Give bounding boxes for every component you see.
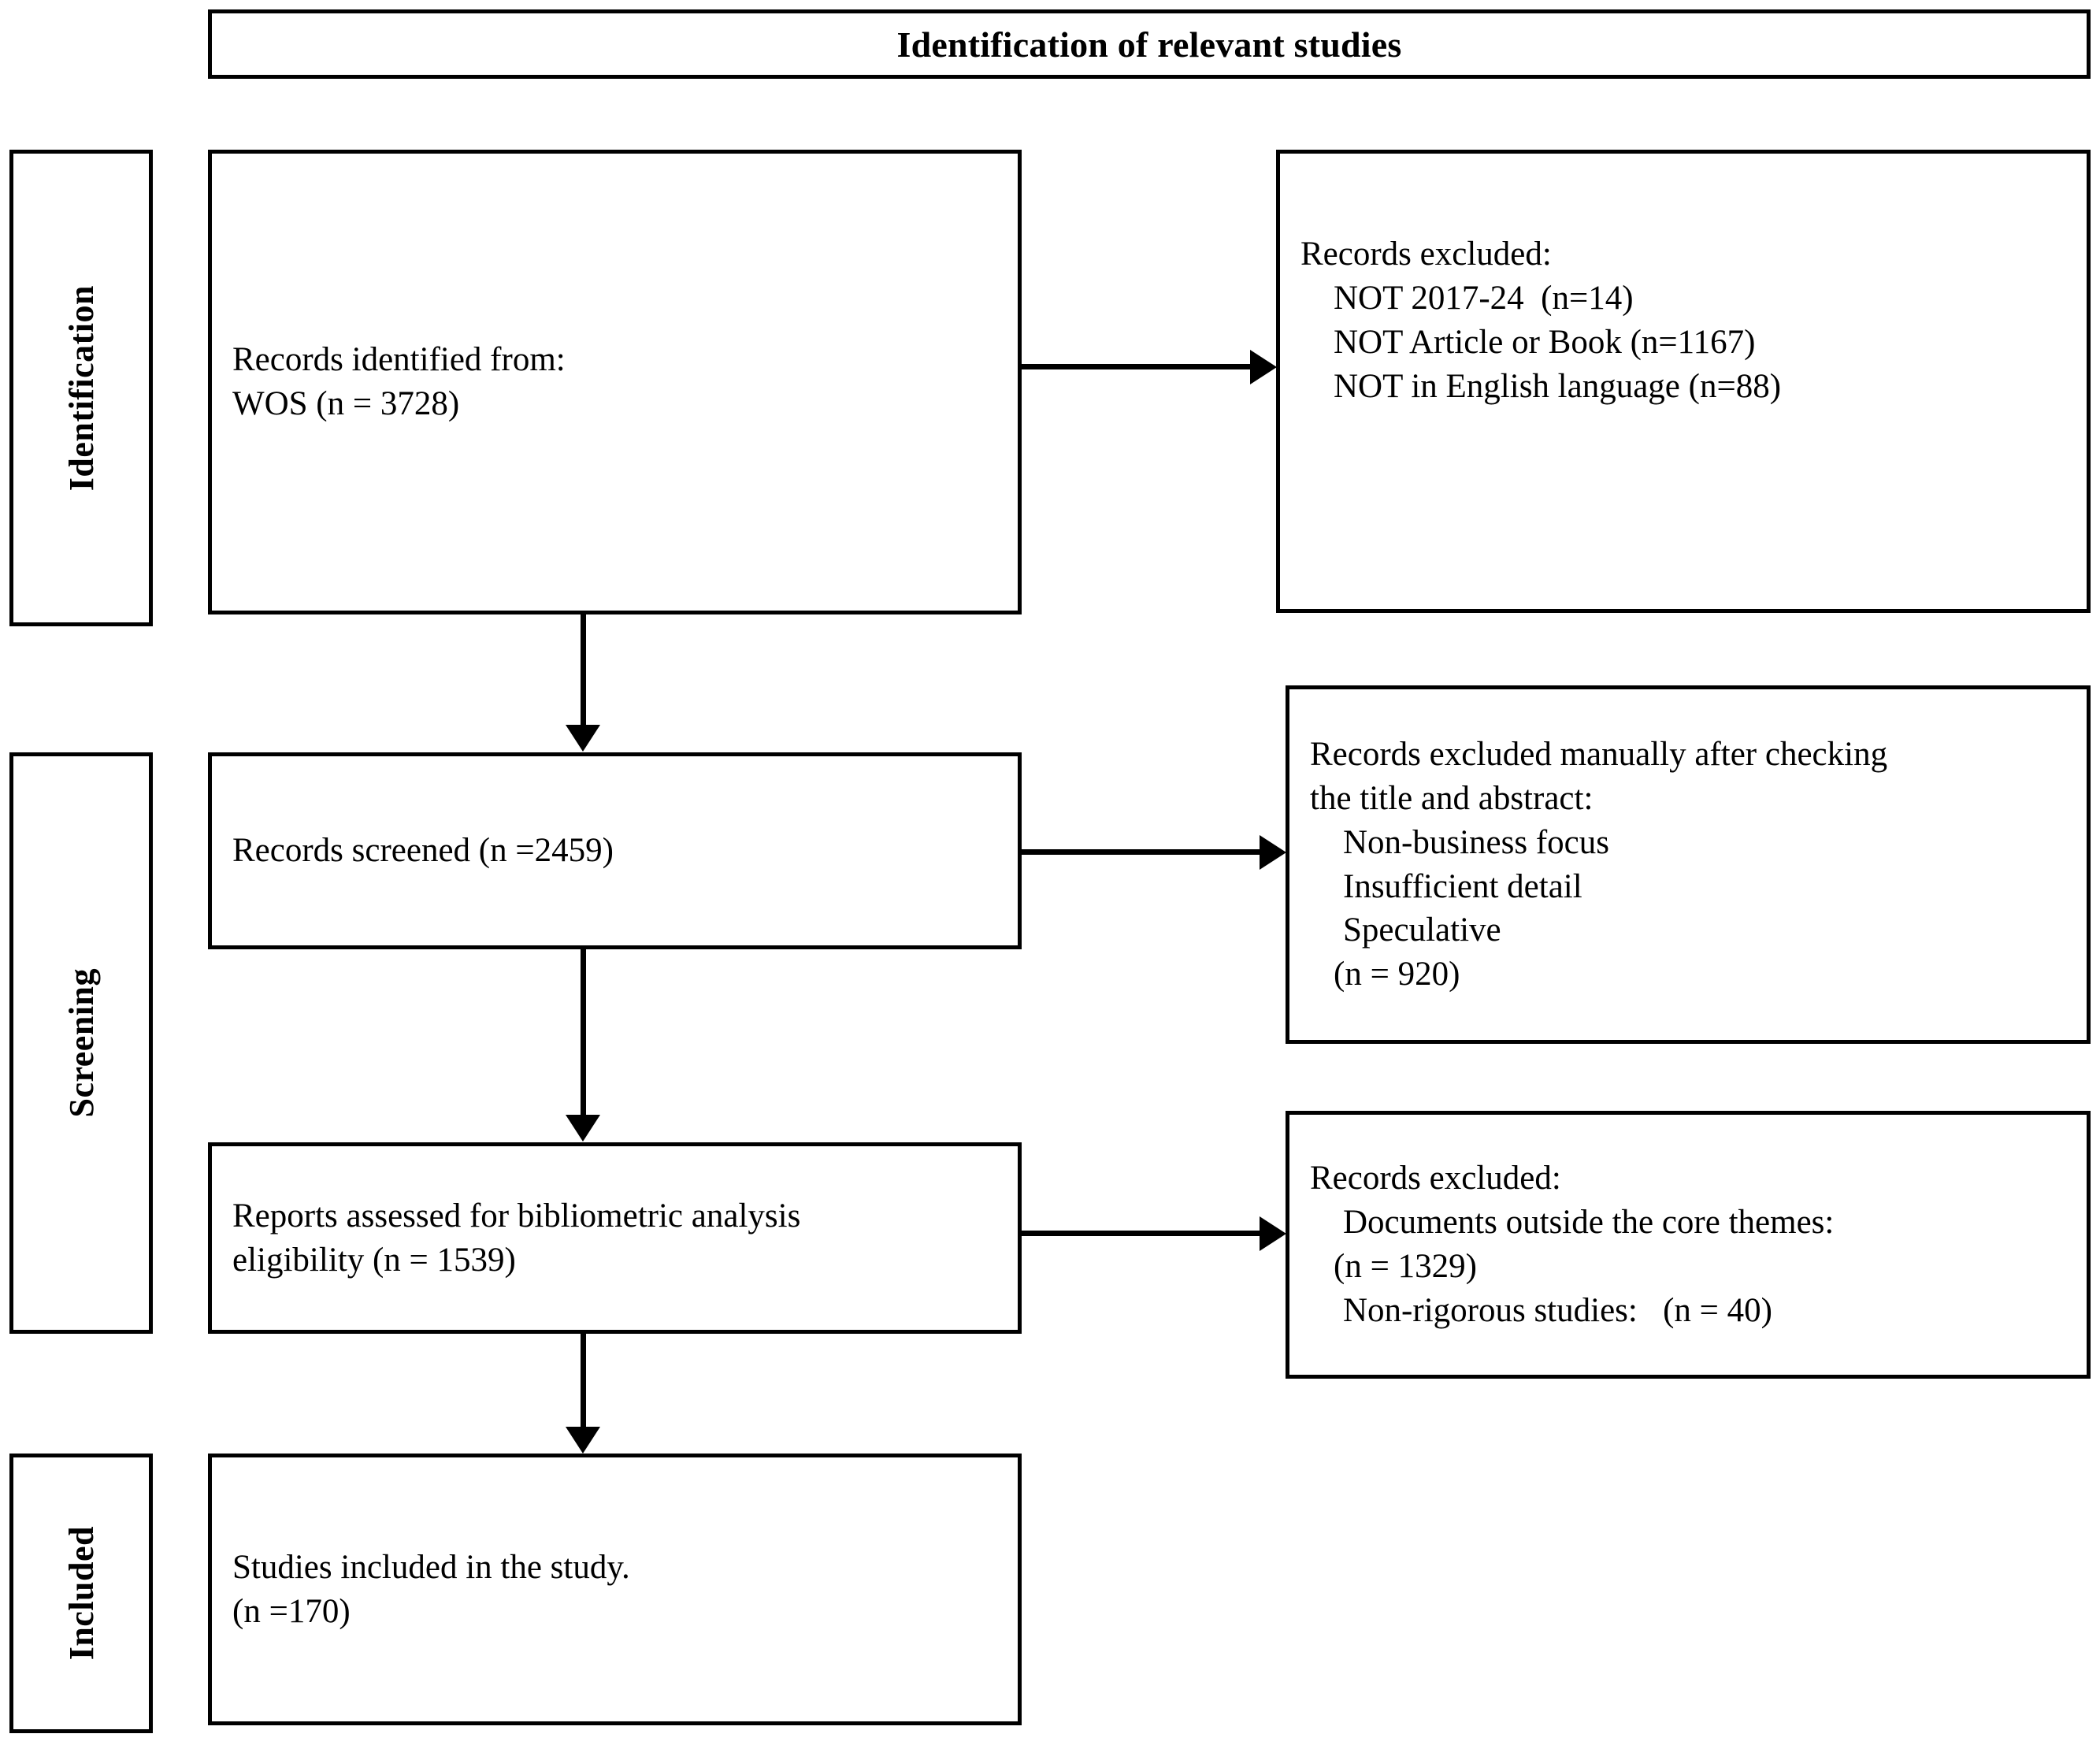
node-line: Reports assessed for bibliometric analys… (232, 1197, 801, 1234)
stage-label-screening: Screening (9, 752, 153, 1334)
node-records-screened: Records screened (n =2459) (208, 752, 1022, 949)
node-line: Non-rigorous studies: (n = 40) (1343, 1291, 1772, 1329)
node-line: Records screened (n =2459) (232, 832, 614, 870)
arrow-head-right (1260, 1216, 1286, 1251)
node-line: the title and abstract: (1310, 779, 1594, 817)
arrow-eligibility-to-excluded3 (1022, 1231, 1260, 1236)
node-reports-assessed: Reports assessed for bibliometric analys… (208, 1142, 1022, 1334)
node-line: WOS (n = 3728) (232, 385, 460, 422)
stage-label-text: Identification (61, 284, 101, 492)
node-line: (n =170) (232, 1592, 351, 1630)
node-line: Non-business focus (1343, 823, 1609, 861)
stage-label-identification: Identification (9, 150, 153, 626)
node-records-identified: Records identified from: WOS (n = 3728) (208, 150, 1022, 614)
stage-label-included: Included (9, 1454, 153, 1733)
arrow-screened-to-eligibility (581, 949, 586, 1115)
arrow-head-right (1260, 835, 1286, 870)
node-line: (n = 1329) (1334, 1248, 1477, 1285)
node-line: Records excluded: (1300, 236, 1552, 273)
node-line: NOT 2017-24 (n=14) (1334, 279, 1634, 317)
node-line: Records excluded: (1310, 1160, 1561, 1197)
node-line: (n = 920) (1334, 956, 1460, 993)
node-line: Insufficient detail (1343, 867, 1582, 905)
node-line: eligibility (n = 1539) (232, 1241, 516, 1279)
arrow-head-down (566, 1427, 600, 1454)
node-line: Records excluded manually after checking (1310, 735, 1888, 773)
node-line: NOT Article or Book (n=1167) (1334, 323, 1756, 361)
arrow-head-down (566, 725, 600, 752)
node-records-excluded-3: Records excluded: Documents outside the … (1286, 1111, 2091, 1379)
diagram-title-box: Identification of relevant studies (208, 9, 2091, 79)
node-line: Records identified from: (232, 341, 566, 379)
stage-label-text: Screening (61, 968, 101, 1118)
node-line: Documents outside the core themes: (1343, 1204, 1835, 1242)
node-line: Speculative (1343, 911, 1501, 949)
arrow-screened-to-excluded2 (1022, 849, 1260, 855)
stage-label-text: Included (61, 1526, 101, 1661)
node-records-excluded-2: Records excluded manually after checking… (1286, 685, 2091, 1044)
node-line: NOT in English language (n=88) (1334, 367, 1782, 405)
arrow-identified-to-screened (581, 614, 586, 725)
page-title: Identification of relevant studies (896, 24, 1402, 65)
node-studies-included: Studies included in the study. (n =170) (208, 1454, 1022, 1725)
arrow-head-down (566, 1115, 600, 1142)
node-records-excluded-1: Records excluded: NOT 2017-24 (n=14) NOT… (1276, 150, 2091, 613)
arrow-head-right (1250, 350, 1277, 384)
arrow-identified-to-excluded1 (1022, 364, 1250, 369)
arrow-eligibility-to-included (581, 1334, 586, 1427)
node-line: Studies included in the study. (232, 1548, 630, 1586)
